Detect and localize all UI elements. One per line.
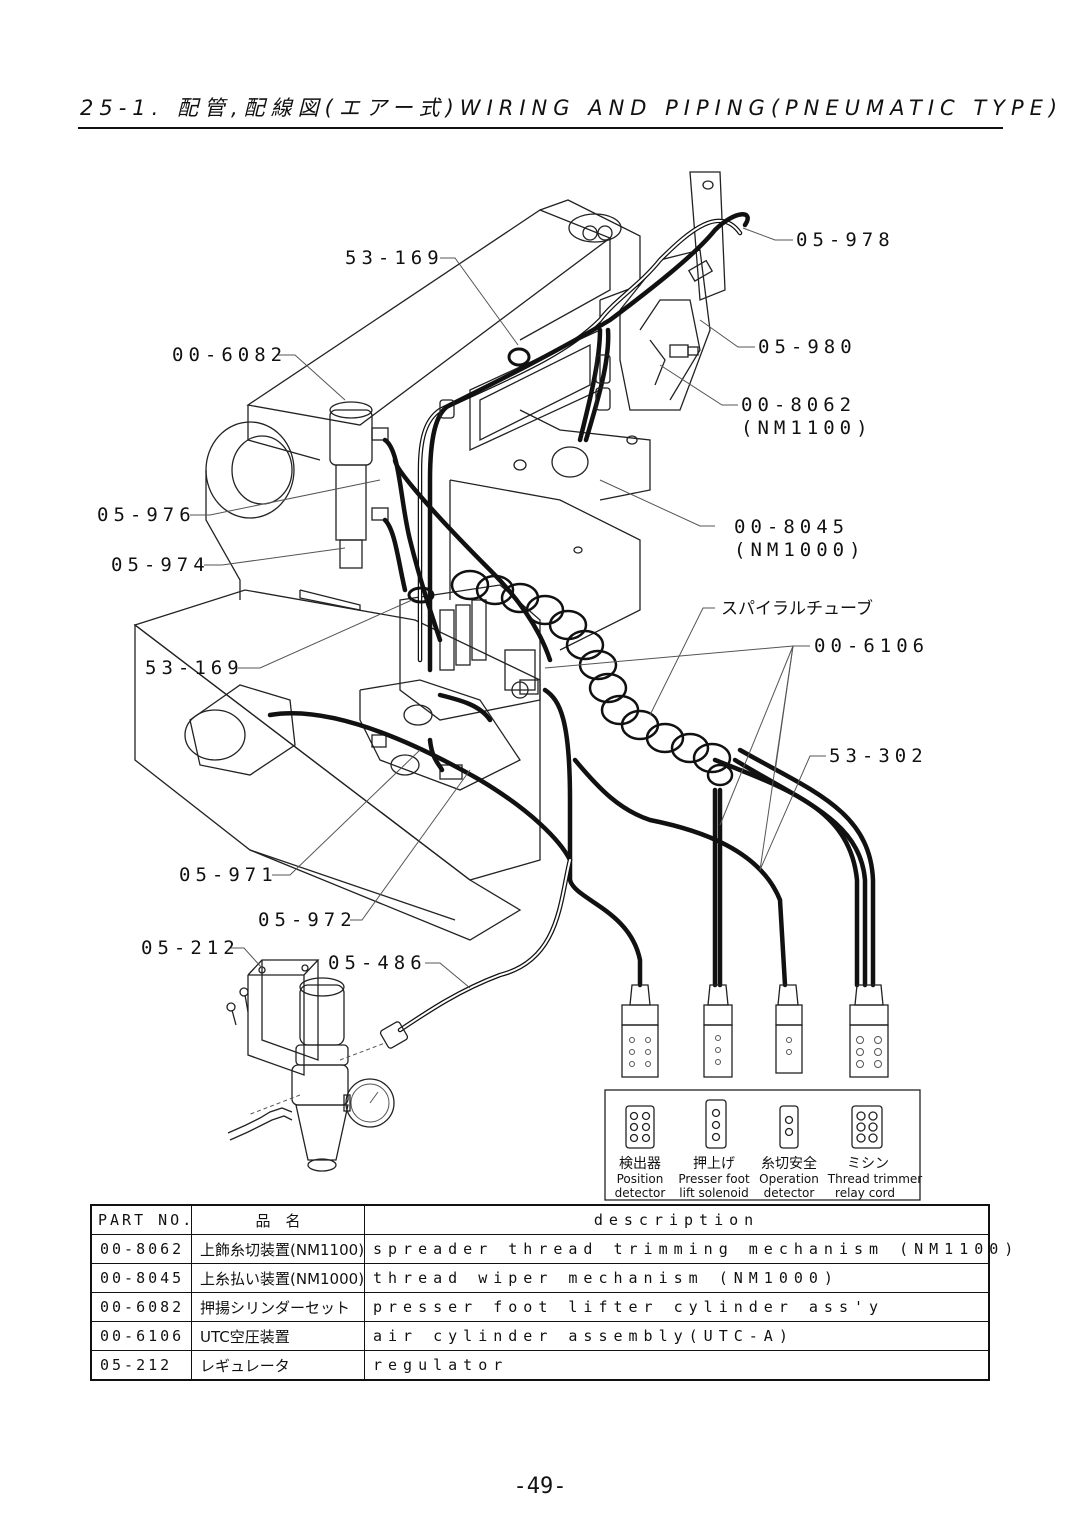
row-description: presser foot lifter cylinder ass'y (364, 1292, 990, 1322)
part-labels: 05-978 53-169 00-6082 05-980 00-8062 (NM… (97, 229, 929, 974)
table-row: 00-6082 押揚シリンダーセット presser foot lifter c… (90, 1292, 990, 1322)
label-05-212: 05-212 (141, 937, 240, 959)
row-part-no: 00-6106 (90, 1321, 192, 1351)
connector-en2-0: detector (615, 1186, 666, 1200)
row-description: thread wiper mechanism (NM1000) (364, 1263, 990, 1293)
presser-foot-lifter-cylinder (329, 401, 389, 569)
table-row: 05-212 レギュレータ regulator (90, 1350, 990, 1381)
connector-jp-2: 糸切安全 (761, 1155, 817, 1172)
label-00-8062-note: (NM1100) (741, 417, 873, 439)
connector-legend: 検出器 Position detector 押上げ Presser foot l… (604, 1089, 923, 1201)
connector-en2-3: relay cord (835, 1186, 895, 1200)
label-05-980: 05-980 (758, 336, 857, 358)
parts-table-header: PART NO. 品 名 description (90, 1204, 990, 1235)
label-05-974: 05-974 (111, 554, 210, 576)
spiral-tube (450, 569, 734, 787)
header-description: description (364, 1204, 990, 1235)
table-row: 00-8045 上糸払い装置(NM1000) thread wiper mech… (90, 1263, 990, 1293)
connector-en2-2: detector (764, 1186, 815, 1200)
label-00-8045: 00-8045 (734, 516, 849, 538)
label-05-972: 05-972 (258, 909, 357, 931)
row-name: 押揚シリンダーセット (191, 1292, 365, 1322)
label-00-6082: 00-6082 (172, 344, 287, 366)
tube-fittings (439, 354, 611, 699)
air-tubes (267, 212, 876, 1033)
parts-table: PART NO. 品 名 description 00-8062 上飾糸切装置(… (90, 1204, 1013, 1381)
leader-lines (190, 227, 826, 989)
row-part-no: 00-8062 (90, 1234, 192, 1264)
label-53-169-top: 53-169 (345, 247, 444, 269)
row-name: 上飾糸切装置(NM1100) (191, 1234, 365, 1264)
label-00-8045-note: (NM1000) (734, 539, 866, 561)
connector-jp-3: ミシン (847, 1156, 889, 1172)
label-00-8062: 00-8062 (741, 394, 856, 416)
row-part-no: 05-212 (90, 1350, 192, 1381)
label-05-976: 05-976 (97, 504, 196, 526)
page-number: -49- (513, 1474, 567, 1499)
tube-band-middle (407, 586, 435, 604)
label-53-302: 53-302 (829, 745, 928, 767)
label-05-971: 05-971 (179, 864, 278, 886)
connector-en1-0: Position (617, 1172, 664, 1186)
title-underline (78, 127, 1003, 129)
connector-plugs (621, 984, 889, 1078)
label-00-6106: 00-6106 (814, 635, 929, 657)
row-name: UTC空圧装置 (191, 1321, 365, 1351)
row-part-no: 00-6082 (90, 1292, 192, 1322)
connector-en1-3: Thread trimmer (827, 1172, 923, 1186)
label-53-169-middle: 53-169 (145, 657, 244, 679)
table-row: 00-6106 UTC空圧装置 air cylinder assembly(UT… (90, 1321, 990, 1351)
label-spiral-tube: スパイラルチューブ (721, 598, 873, 619)
row-name: 上糸払い装置(NM1000) (191, 1263, 365, 1293)
row-part-no: 00-8045 (90, 1263, 192, 1293)
header-part-no: PART NO. (90, 1204, 192, 1235)
tube-band-top (507, 347, 531, 367)
connector-en2-1: lift solenoid (679, 1186, 748, 1200)
spreader-thread-trimmer-mechanism (619, 171, 726, 411)
row-name: レギュレータ (191, 1350, 365, 1381)
page-title: 25-1. 配管,配線図(エアー式)WIRING AND PIPING(PNEU… (80, 96, 1064, 120)
machine-body (133, 199, 651, 941)
row-description: regulator (364, 1350, 990, 1381)
label-05-486: 05-486 (328, 952, 427, 974)
connector-en1-2: Operation (759, 1172, 819, 1186)
connector-jp-1: 押上げ (693, 1156, 735, 1172)
row-description: spreader thread trimming mechanism (NM11… (364, 1234, 1013, 1264)
row-description: air cylinder assembly(UTC-A) (364, 1321, 990, 1351)
connector-jp-0: 検出器 (619, 1156, 661, 1172)
regulator (226, 959, 409, 1172)
header-name: 品 名 (191, 1204, 365, 1235)
table-row: 00-8062 上飾糸切装置(NM1100) spreader thread t… (90, 1234, 1013, 1264)
connector-en1-1: Presser foot (678, 1172, 750, 1186)
label-05-978: 05-978 (796, 229, 895, 251)
